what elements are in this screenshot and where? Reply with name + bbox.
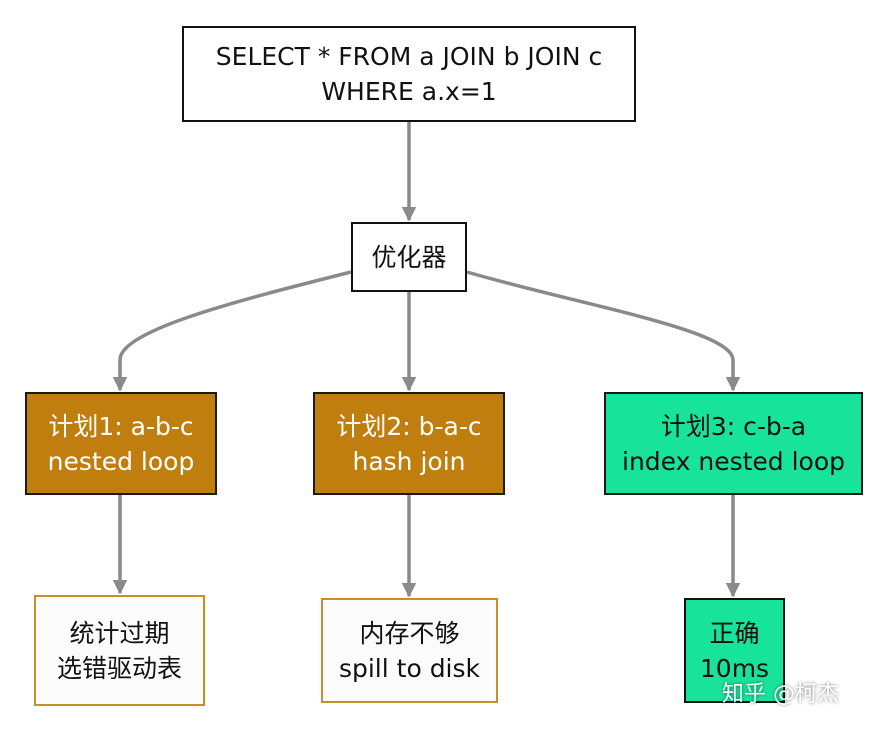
- result2-line2: spill to disk: [338, 653, 481, 683]
- result2-line1: 内存不够: [359, 618, 460, 648]
- sql-query-node: SELECT * FROM a JOIN b JOIN c WHERE a.x=…: [182, 26, 636, 122]
- plan3-line1: 计划3: c-b-a: [660, 411, 807, 441]
- result1-node: 统计过期 选错驱动表: [34, 595, 205, 706]
- plan1-line1: 计划1: a-b-c: [48, 411, 194, 441]
- plan3-node: 计划3: c-b-a index nested loop: [604, 392, 863, 495]
- plan1-node: 计划1: a-b-c nested loop: [25, 392, 217, 495]
- sql-query-line1: SELECT * FROM a JOIN b JOIN c: [215, 42, 603, 71]
- result2-node: 内存不够 spill to disk: [321, 598, 498, 703]
- optimizer-node: 优化器: [351, 222, 467, 292]
- plan2-line2: hash join: [352, 446, 466, 476]
- watermark-text: 知乎 @柯杰: [722, 682, 839, 707]
- result1-line2: 选错驱动表: [56, 653, 182, 683]
- result3-node: 正确 10ms: [684, 598, 785, 703]
- result3-line2: 10ms: [699, 653, 770, 683]
- plan2-node: 计划2: b-a-c hash join: [313, 392, 505, 495]
- result1-line1: 统计过期: [69, 618, 170, 648]
- plan1-line2: nested loop: [47, 446, 195, 476]
- plan2-line1: 计划2: b-a-c: [336, 411, 482, 441]
- optimizer-label: 优化器: [371, 242, 447, 272]
- result3-line1: 正确: [709, 618, 760, 648]
- sql-query-line2: WHERE a.x=1: [321, 77, 497, 106]
- plan3-line2: index nested loop: [622, 446, 845, 476]
- edge-optimizer-plan1: [112, 270, 352, 392]
- edge-optimizer-plan3: [466, 270, 741, 392]
